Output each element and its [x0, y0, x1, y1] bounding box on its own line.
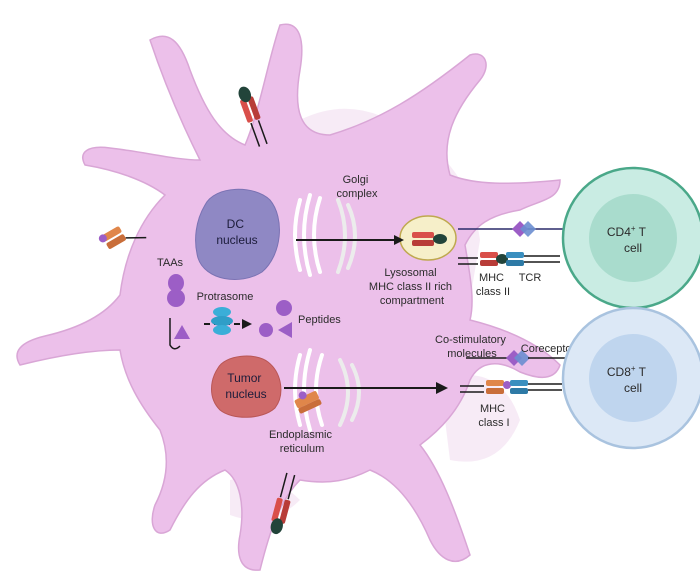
- golgi-complex: [293, 193, 357, 277]
- taas-protein: [167, 274, 190, 350]
- cd8-t-cell-nucleus: [589, 334, 677, 422]
- er-to-surface-arrowhead: [436, 382, 448, 394]
- golgi-label: Golgi complex: [337, 174, 378, 200]
- cd8-synapse: [460, 350, 568, 394]
- peptides-label: Peptides: [298, 314, 341, 326]
- cd4-label: CD4+ T cell: [607, 224, 649, 255]
- co-stimulatory-label: Co-stimulatory molecules: [435, 334, 509, 360]
- lysosomal-label: Lysosomal MHC class II rich compartment: [369, 267, 455, 307]
- mhc-ii-tcr-complex: [480, 252, 560, 266]
- surface-mhc-i-left: [98, 226, 147, 249]
- mhc-i-tcr-complex: [486, 380, 562, 394]
- coreceptor-label: Coreceptor: [521, 343, 576, 355]
- protrasome-label: Protrasome: [197, 291, 254, 303]
- endoplasmic-reticulum: [293, 348, 361, 432]
- dendritic-cell-body: [16, 23, 561, 571]
- er-mhc-i-molecule: [294, 391, 322, 414]
- peptides: [259, 300, 292, 338]
- dc-nucleus: [195, 188, 280, 280]
- proteasome: [211, 307, 233, 335]
- golgi-to-lysosome-arrowhead: [394, 235, 404, 245]
- cd8-label: CD8+ T cell: [607, 364, 649, 395]
- cd4-t-cell-nucleus: [589, 194, 677, 282]
- surface-mhc-ii-bottom: [270, 472, 296, 535]
- mhc-class-ii-label: MHC class II: [476, 272, 510, 298]
- cd4-synapse: [458, 221, 570, 266]
- dc-nucleus-label: DC nucleus: [216, 217, 257, 247]
- lysosome-mhc-ii: [412, 232, 447, 246]
- taas-label: TAAs: [157, 257, 184, 269]
- proteasome-to-peptides-arrowhead: [242, 319, 252, 329]
- tumor-nucleus: [211, 355, 282, 418]
- mhc-class-i-label: MHC class I: [478, 403, 509, 429]
- surface-mhc-ii-top: [238, 86, 268, 147]
- er-label: Endoplasmic reticulum: [269, 429, 335, 455]
- tumor-nucleus-label: Tumor nucleus: [225, 371, 266, 401]
- tcr-label: TCR: [519, 272, 542, 284]
